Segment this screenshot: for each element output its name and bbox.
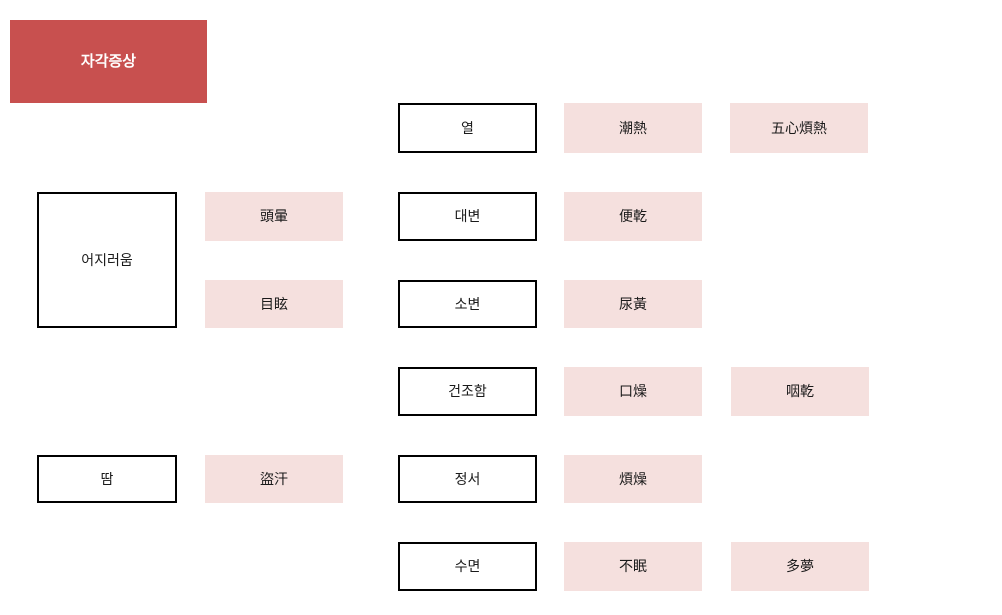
symptom-node-label: 多夢 bbox=[786, 558, 814, 575]
category-node[interactable]: 소변 bbox=[398, 280, 537, 328]
symptom-node[interactable]: 潮熱 bbox=[564, 103, 702, 153]
symptom-node[interactable]: 盜汗 bbox=[205, 455, 343, 503]
symptom-node[interactable]: 煩燥 bbox=[564, 455, 702, 503]
symptom-node[interactable]: 尿黃 bbox=[564, 280, 702, 328]
symptom-node-label: 不眠 bbox=[619, 558, 647, 575]
symptom-node[interactable]: 咽乾 bbox=[731, 367, 869, 416]
category-node[interactable]: 땀 bbox=[37, 455, 177, 503]
symptom-node[interactable]: 五心煩熱 bbox=[730, 103, 868, 153]
category-node[interactable]: 어지러움 bbox=[37, 192, 177, 328]
symptom-node[interactable]: 頭暈 bbox=[205, 192, 343, 241]
symptom-node-label: 尿黃 bbox=[619, 295, 647, 312]
category-node-label: 대변 bbox=[454, 208, 481, 225]
symptom-node-label: 口燥 bbox=[619, 383, 647, 400]
symptom-node[interactable]: 便乾 bbox=[564, 192, 702, 241]
symptom-node-label: 便乾 bbox=[619, 208, 647, 225]
symptom-node-label: 煩燥 bbox=[619, 470, 647, 487]
symptom-node-label: 頭暈 bbox=[260, 208, 288, 225]
category-node[interactable]: 수면 bbox=[398, 542, 537, 591]
category-node[interactable]: 열 bbox=[398, 103, 537, 153]
symptom-node[interactable]: 口燥 bbox=[564, 367, 702, 416]
category-node[interactable]: 정서 bbox=[398, 455, 537, 503]
category-node-label: 어지러움 bbox=[81, 251, 133, 268]
symptom-node-label: 潮熱 bbox=[619, 119, 647, 136]
category-node-label: 소변 bbox=[454, 295, 481, 312]
symptom-node-label: 目眩 bbox=[260, 295, 288, 312]
category-node-label: 건조함 bbox=[448, 383, 487, 400]
symptom-node-label: 盜汗 bbox=[260, 470, 288, 487]
symptom-node[interactable]: 不眠 bbox=[564, 542, 702, 591]
category-node-label: 열 bbox=[461, 119, 474, 136]
category-node-label: 땀 bbox=[100, 470, 114, 487]
category-node[interactable]: 대변 bbox=[398, 192, 537, 241]
category-node-label: 수면 bbox=[454, 558, 481, 575]
category-node[interactable]: 건조함 bbox=[398, 367, 537, 416]
diagram-title-box: 자각증상 bbox=[10, 20, 207, 103]
category-node-label: 정서 bbox=[454, 470, 481, 487]
symptom-node[interactable]: 多夢 bbox=[731, 542, 869, 591]
symptom-node[interactable]: 目眩 bbox=[205, 280, 343, 328]
symptom-node-label: 五心煩熱 bbox=[771, 119, 827, 136]
symptom-node-label: 咽乾 bbox=[786, 383, 814, 400]
